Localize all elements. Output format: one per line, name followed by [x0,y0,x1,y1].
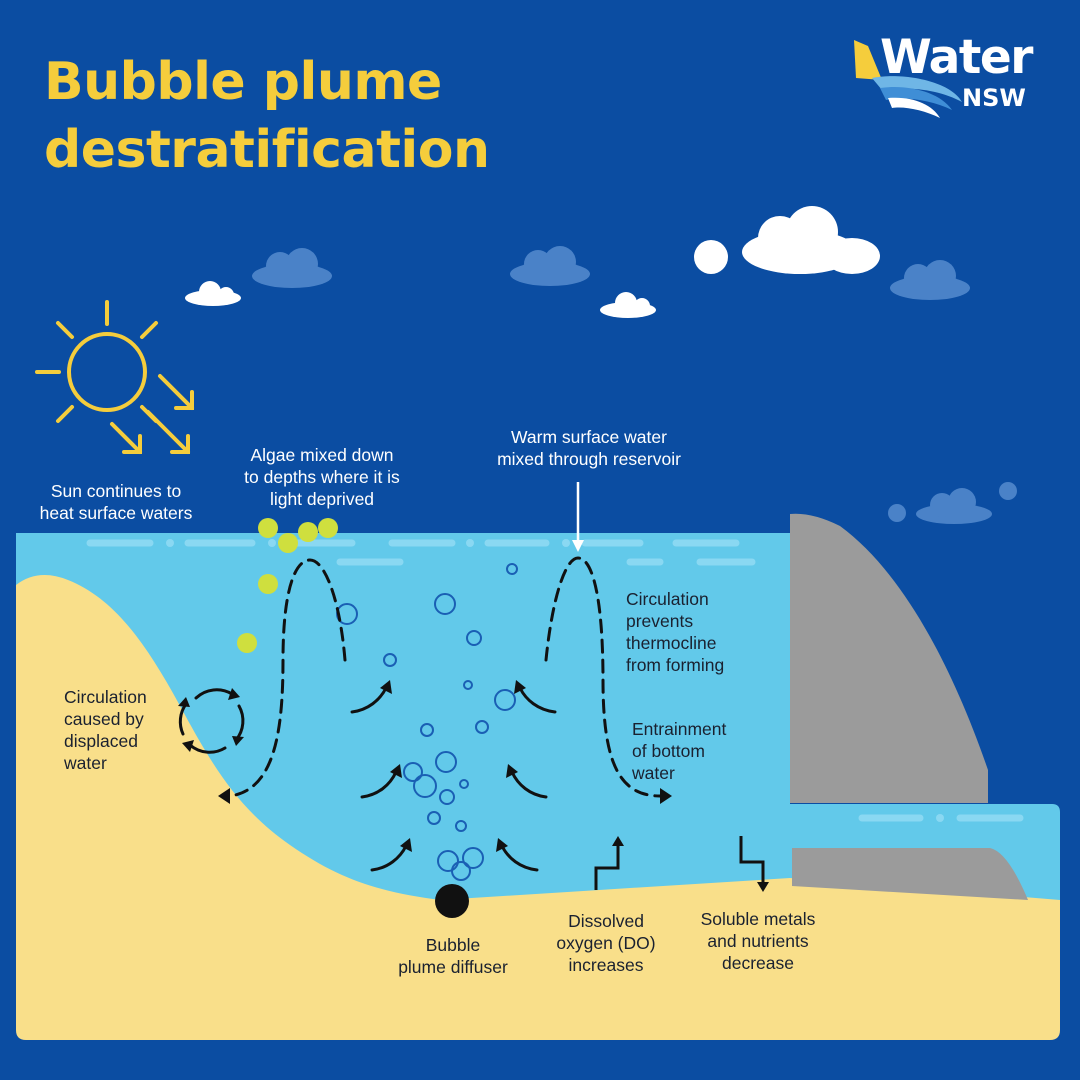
circular-arrowheads [178,688,244,752]
cloud-icon [252,248,332,288]
label-warm-surface: Warm surface water mixed through reservo… [497,427,681,469]
water-surface-dots [166,539,944,822]
label-diffuser: Bubble plume diffuser [398,935,508,977]
label-entrainment: Entrainment of bottom water [632,719,727,783]
dashed-arrowheads [218,788,672,804]
cloud-icon [888,482,1017,524]
label-circulation-displaced: Circulation caused by displaced water [64,687,147,773]
down-arrow-icon [572,482,584,552]
dam-toe [792,848,1028,900]
sun-ray-arrows [110,374,194,454]
page-title: Bubble plume destratification [44,48,490,184]
bubble-plume-diffuser [435,884,469,918]
reservoir-water [16,533,1060,908]
cloud-icon [510,246,590,286]
water-surface-highlights [86,539,1024,822]
cloud-icon [600,292,656,318]
title-line-2: destratification [44,120,490,180]
step-down-arrow-icon [739,836,769,892]
cloud-icon [185,281,241,306]
sun-icon [35,300,158,423]
title-line-1: Bubble plume [44,52,442,112]
label-sun: Sun continues to heat surface waters [39,481,193,523]
dam-wall [790,513,988,803]
label-dissolved-oxygen: Dissolved oxygen (DO) increases [556,911,656,975]
circulation-dashed-paths [228,556,662,798]
algae-particles [237,518,338,653]
reservoir-bank [16,575,1060,1040]
logo-region: NSW [962,84,1026,112]
label-soluble-metals: Soluble metals and nutrients decrease [700,909,816,973]
label-algae: Algae mixed down to depths where it is l… [244,445,400,509]
entrainment-arrowheads [380,680,526,852]
water-nsw-logo-icon [854,40,962,118]
step-up-arrow-icon [594,836,624,890]
cloud-icon [890,260,970,300]
cloud-icon [694,206,880,274]
logo-wordmark: Water [880,30,1033,85]
label-circulation-prevents: Circulation prevents thermocline from fo… [626,589,725,675]
entrainment-arrows [350,686,557,872]
